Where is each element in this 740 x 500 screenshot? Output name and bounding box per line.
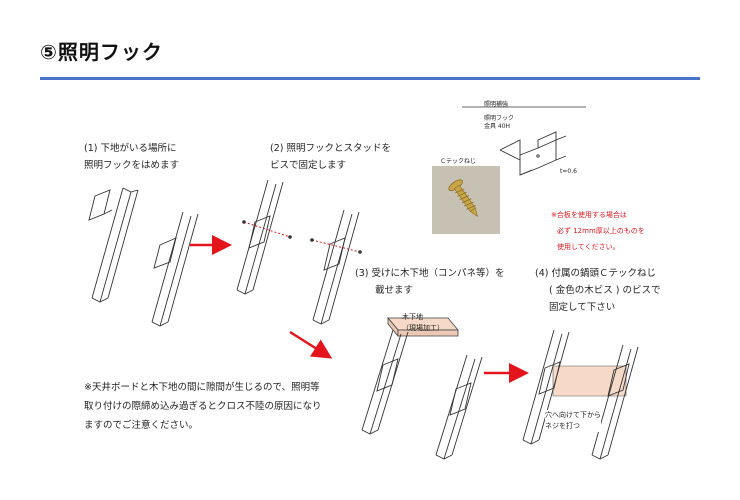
caution-line3: ますのでご注意ください。 bbox=[84, 420, 199, 431]
step-1-line2: 照明フックをはめます bbox=[84, 160, 180, 171]
plywood-note: ※合板を使用する場合は 必ず 12mm厚以上のものを 使用してください。 bbox=[551, 207, 645, 255]
red-arrow-icon bbox=[289, 330, 333, 359]
step-4-caption: (4) 付属の鍋頭Ｃテックねじ ( 金色の木ビス ) のビスで 固定して下さい bbox=[535, 265, 660, 316]
page-title: ⑤照明フック bbox=[40, 40, 163, 64]
screw-photo bbox=[432, 166, 500, 234]
board-label: 木下地 （現場加工） bbox=[402, 312, 444, 334]
stud-icon bbox=[88, 187, 139, 303]
step-3-caption: (3) 受けに木下地（コンパネ等）を 載せます bbox=[355, 265, 504, 299]
hole-note-line2: ネジを打つ bbox=[545, 422, 580, 430]
title-underline bbox=[40, 77, 700, 80]
bracket-icon bbox=[499, 131, 567, 176]
board-installed bbox=[552, 365, 627, 397]
spec-header: 照明補強 bbox=[484, 101, 509, 108]
step-1-line1: (1) 下地がいる場所に bbox=[84, 143, 177, 154]
plywood-note-line2: 必ず 12mm厚以上のものを bbox=[557, 227, 645, 235]
board-label-line2: （現場加工） bbox=[402, 324, 444, 332]
step-3-line1: (3) 受けに木下地（コンパネ等）を bbox=[355, 268, 505, 279]
step-2-line2: ビスで固定します bbox=[270, 160, 347, 171]
caution-line1: ※天井ボードと木下地の間に隙間が生じるので、照明等 bbox=[84, 382, 320, 393]
plywood-note-line3: 使用してください。 bbox=[557, 243, 620, 251]
board-label-line1: 木下地 bbox=[402, 313, 423, 321]
caution-line2: 取り付けの際締め込み過ぎるとクロス不陸の原因になり bbox=[84, 401, 322, 412]
step-4-line2: ( 金色の木ビス ) のビスで bbox=[549, 285, 661, 296]
spec-item2: 金具 40H bbox=[484, 123, 511, 130]
hole-note: 穴へ向けて下から ネジを打つ bbox=[545, 410, 601, 432]
screw-label: Ｃテックねじ bbox=[440, 158, 477, 165]
step-1-caption: (1) 下地がいる場所に 照明フックをはめます bbox=[84, 140, 179, 174]
spec-item1: 照明フック bbox=[484, 115, 515, 122]
step-2-caption: (2) 照明フックとスタッドを ビスで固定します bbox=[270, 140, 391, 174]
step-2-line1: (2) 照明フックとスタッドを bbox=[270, 143, 391, 154]
step-3-line2: 載せます bbox=[375, 285, 414, 296]
step-4-line3: 固定して下さい bbox=[549, 302, 616, 313]
step-4-line1: (4) 付属の鍋頭Ｃテックねじ bbox=[535, 268, 656, 279]
screw-photo-icon bbox=[432, 166, 500, 234]
caution-note: ※天井ボードと木下地の間に隙間が生じるので、照明等 取り付けの際締め込み過ぎると… bbox=[84, 378, 322, 435]
plywood-note-line1: ※合板を使用する場合は bbox=[551, 211, 627, 219]
spec-thickness: t=0.6 bbox=[560, 168, 577, 175]
hole-note-line1: 穴へ向けて下から bbox=[545, 411, 601, 419]
